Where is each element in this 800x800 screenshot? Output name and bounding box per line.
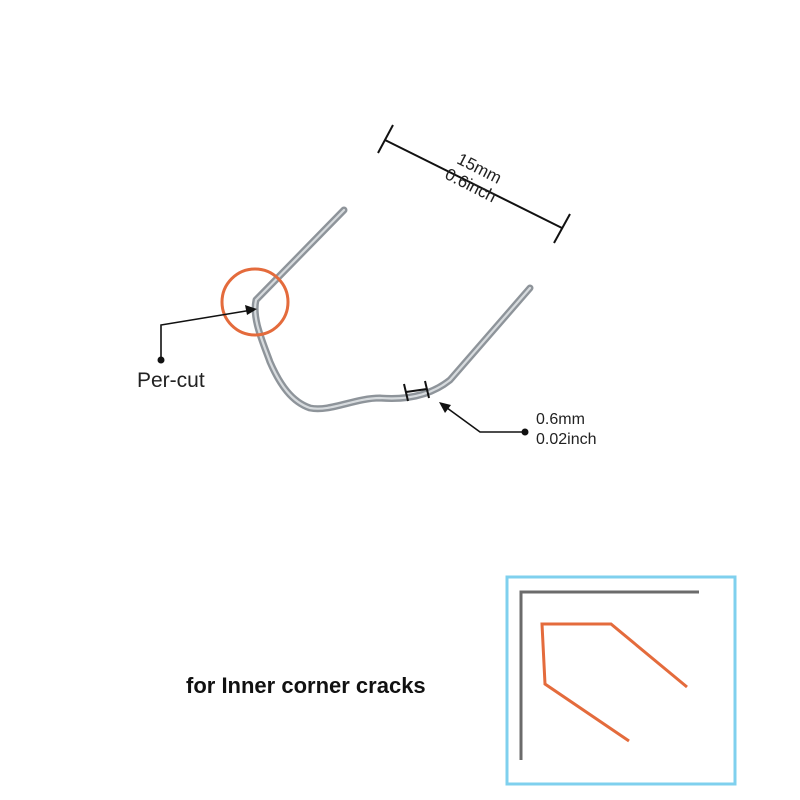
thickness-inch: 0.02inch xyxy=(536,431,597,448)
thickness-callout-dot xyxy=(521,428,529,436)
cut-highlight-circle xyxy=(220,267,290,337)
thickness-marker xyxy=(403,380,430,402)
inner-corner-inset xyxy=(505,575,737,786)
cut-arrow-head xyxy=(245,305,257,315)
length-dimension-line xyxy=(377,124,571,244)
cut-label: Per-cut xyxy=(137,369,205,392)
inner-corner-icon xyxy=(519,590,699,760)
thickness-mm: 0.6mm xyxy=(536,411,585,428)
thickness-dimension-label: 0.6mm 0.02inch xyxy=(536,410,597,450)
thickness-arrow-head xyxy=(439,402,451,413)
thickness-callout-arrow xyxy=(442,404,524,433)
usage-caption: for Inner corner cracks xyxy=(186,673,426,698)
cut-callout-arrow xyxy=(160,309,253,358)
inset-staple-icon xyxy=(540,622,688,743)
staple-wire-icon xyxy=(251,206,534,413)
inset-frame xyxy=(505,575,737,786)
cut-callout-dot xyxy=(157,356,165,364)
